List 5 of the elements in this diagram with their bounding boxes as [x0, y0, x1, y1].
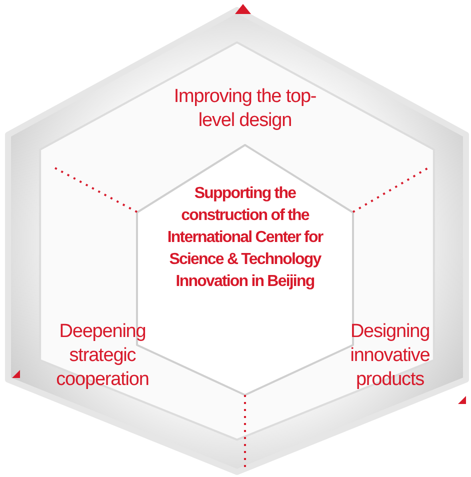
sector-label: Deepening strategic cooperation: [55, 320, 150, 392]
outer-hexagon: [8, 10, 466, 472]
sector-label: Designing innovative products: [349, 320, 431, 392]
center-title: Supporting the construction of the International Center for Science & Technology Innovation in Beijing: [166, 184, 324, 292]
sector-label: Improving the top-level design: [172, 85, 318, 133]
